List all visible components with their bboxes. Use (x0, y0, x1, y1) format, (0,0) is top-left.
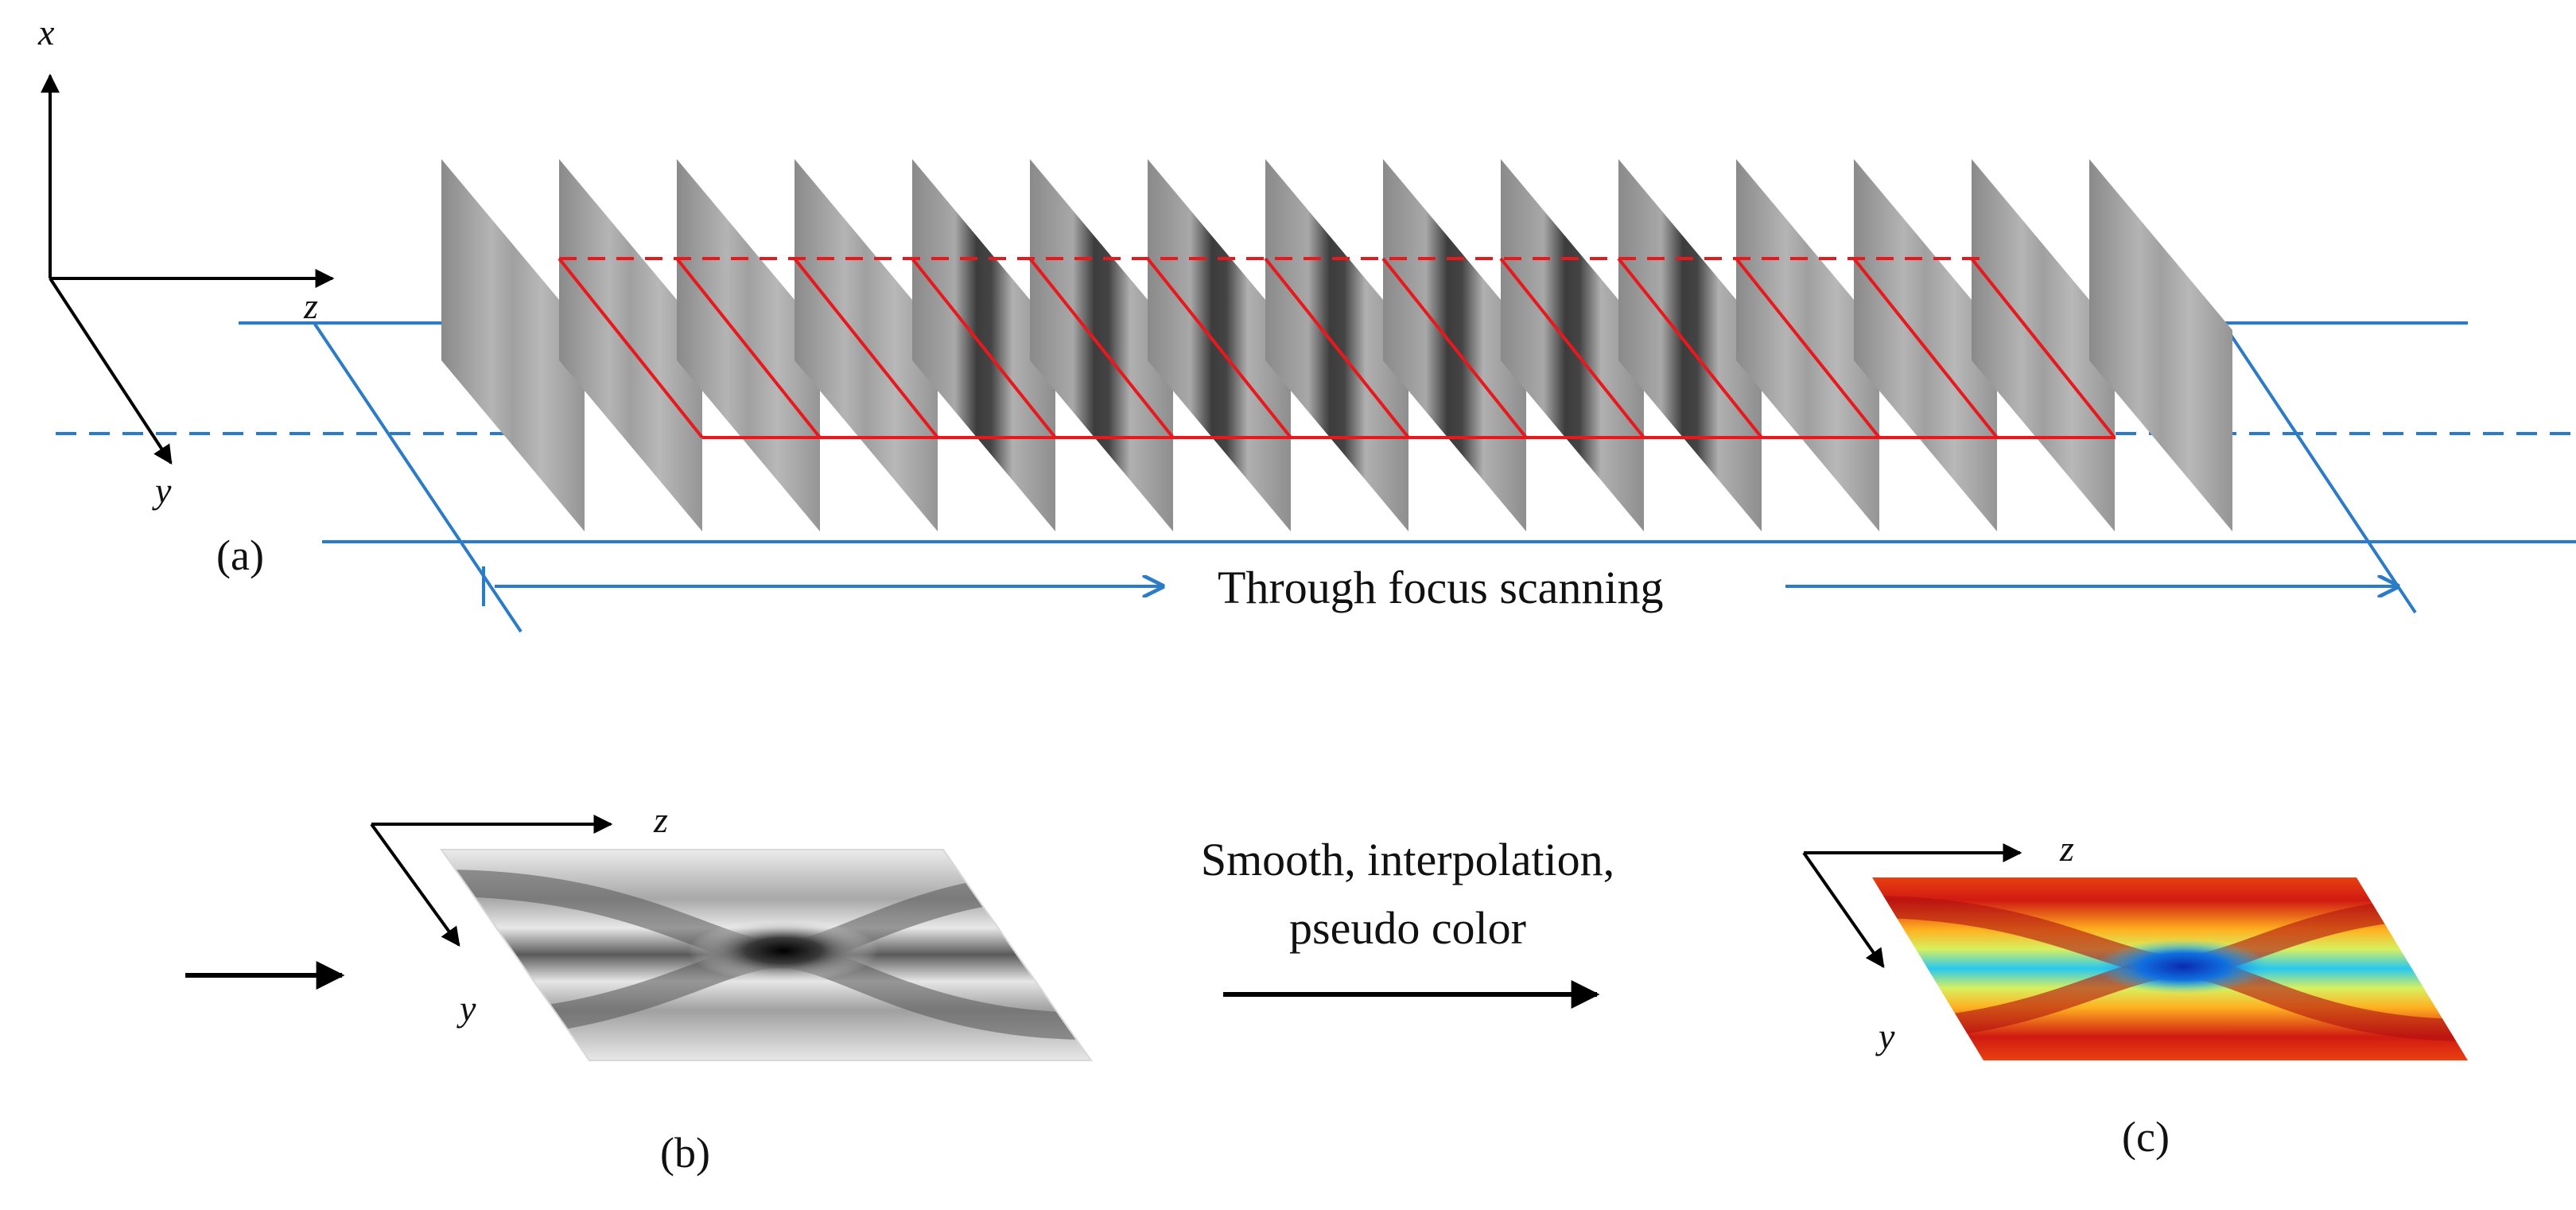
axis-label-x: x (38, 12, 55, 53)
section-line (911, 257, 1057, 439)
red-cross-section (558, 257, 2116, 439)
section-line (558, 257, 704, 439)
section-line (1264, 257, 1410, 439)
panel-label-b: (b) (660, 1129, 710, 1177)
axis-label-y: y (155, 470, 172, 511)
intensity-map-gray (441, 850, 1091, 1060)
axis-label-z-b: z (654, 800, 668, 840)
scan-caption: Through focus scanning (1218, 562, 1664, 613)
section-line (1381, 257, 1528, 439)
section-line (1852, 257, 1999, 439)
focus-slice (441, 159, 585, 531)
axes-c (1802, 843, 2022, 968)
panel-label-c: (c) (2122, 1113, 2170, 1161)
gray-map-border (440, 849, 1093, 1061)
section-line (1499, 257, 1645, 439)
focus-slice (2089, 159, 2232, 531)
focus-slice (559, 159, 702, 531)
section-line (1617, 257, 1763, 439)
panel-label-a: (a) (216, 531, 264, 579)
section-line (793, 257, 939, 439)
process-caption-line1: Smooth, interpolation, (1200, 834, 1615, 885)
axes-xyz (41, 73, 335, 465)
section-line (1028, 257, 1175, 439)
axis-label-z: z (304, 286, 318, 326)
scan-arrow (482, 566, 2398, 606)
section-line (1735, 257, 1881, 439)
section-line (675, 257, 822, 439)
axes-b (370, 815, 613, 947)
intensity-map-color (1872, 877, 2468, 1060)
focus-slices (441, 159, 2232, 531)
section-line (1146, 257, 1292, 439)
axis-label-z-c: z (2060, 828, 2074, 869)
axis-label-y-b: y (460, 988, 476, 1029)
process-caption-line2: pseudo color (1289, 902, 1526, 954)
section-line (1970, 257, 2116, 439)
axis-label-y-c: y (1879, 1016, 1895, 1056)
